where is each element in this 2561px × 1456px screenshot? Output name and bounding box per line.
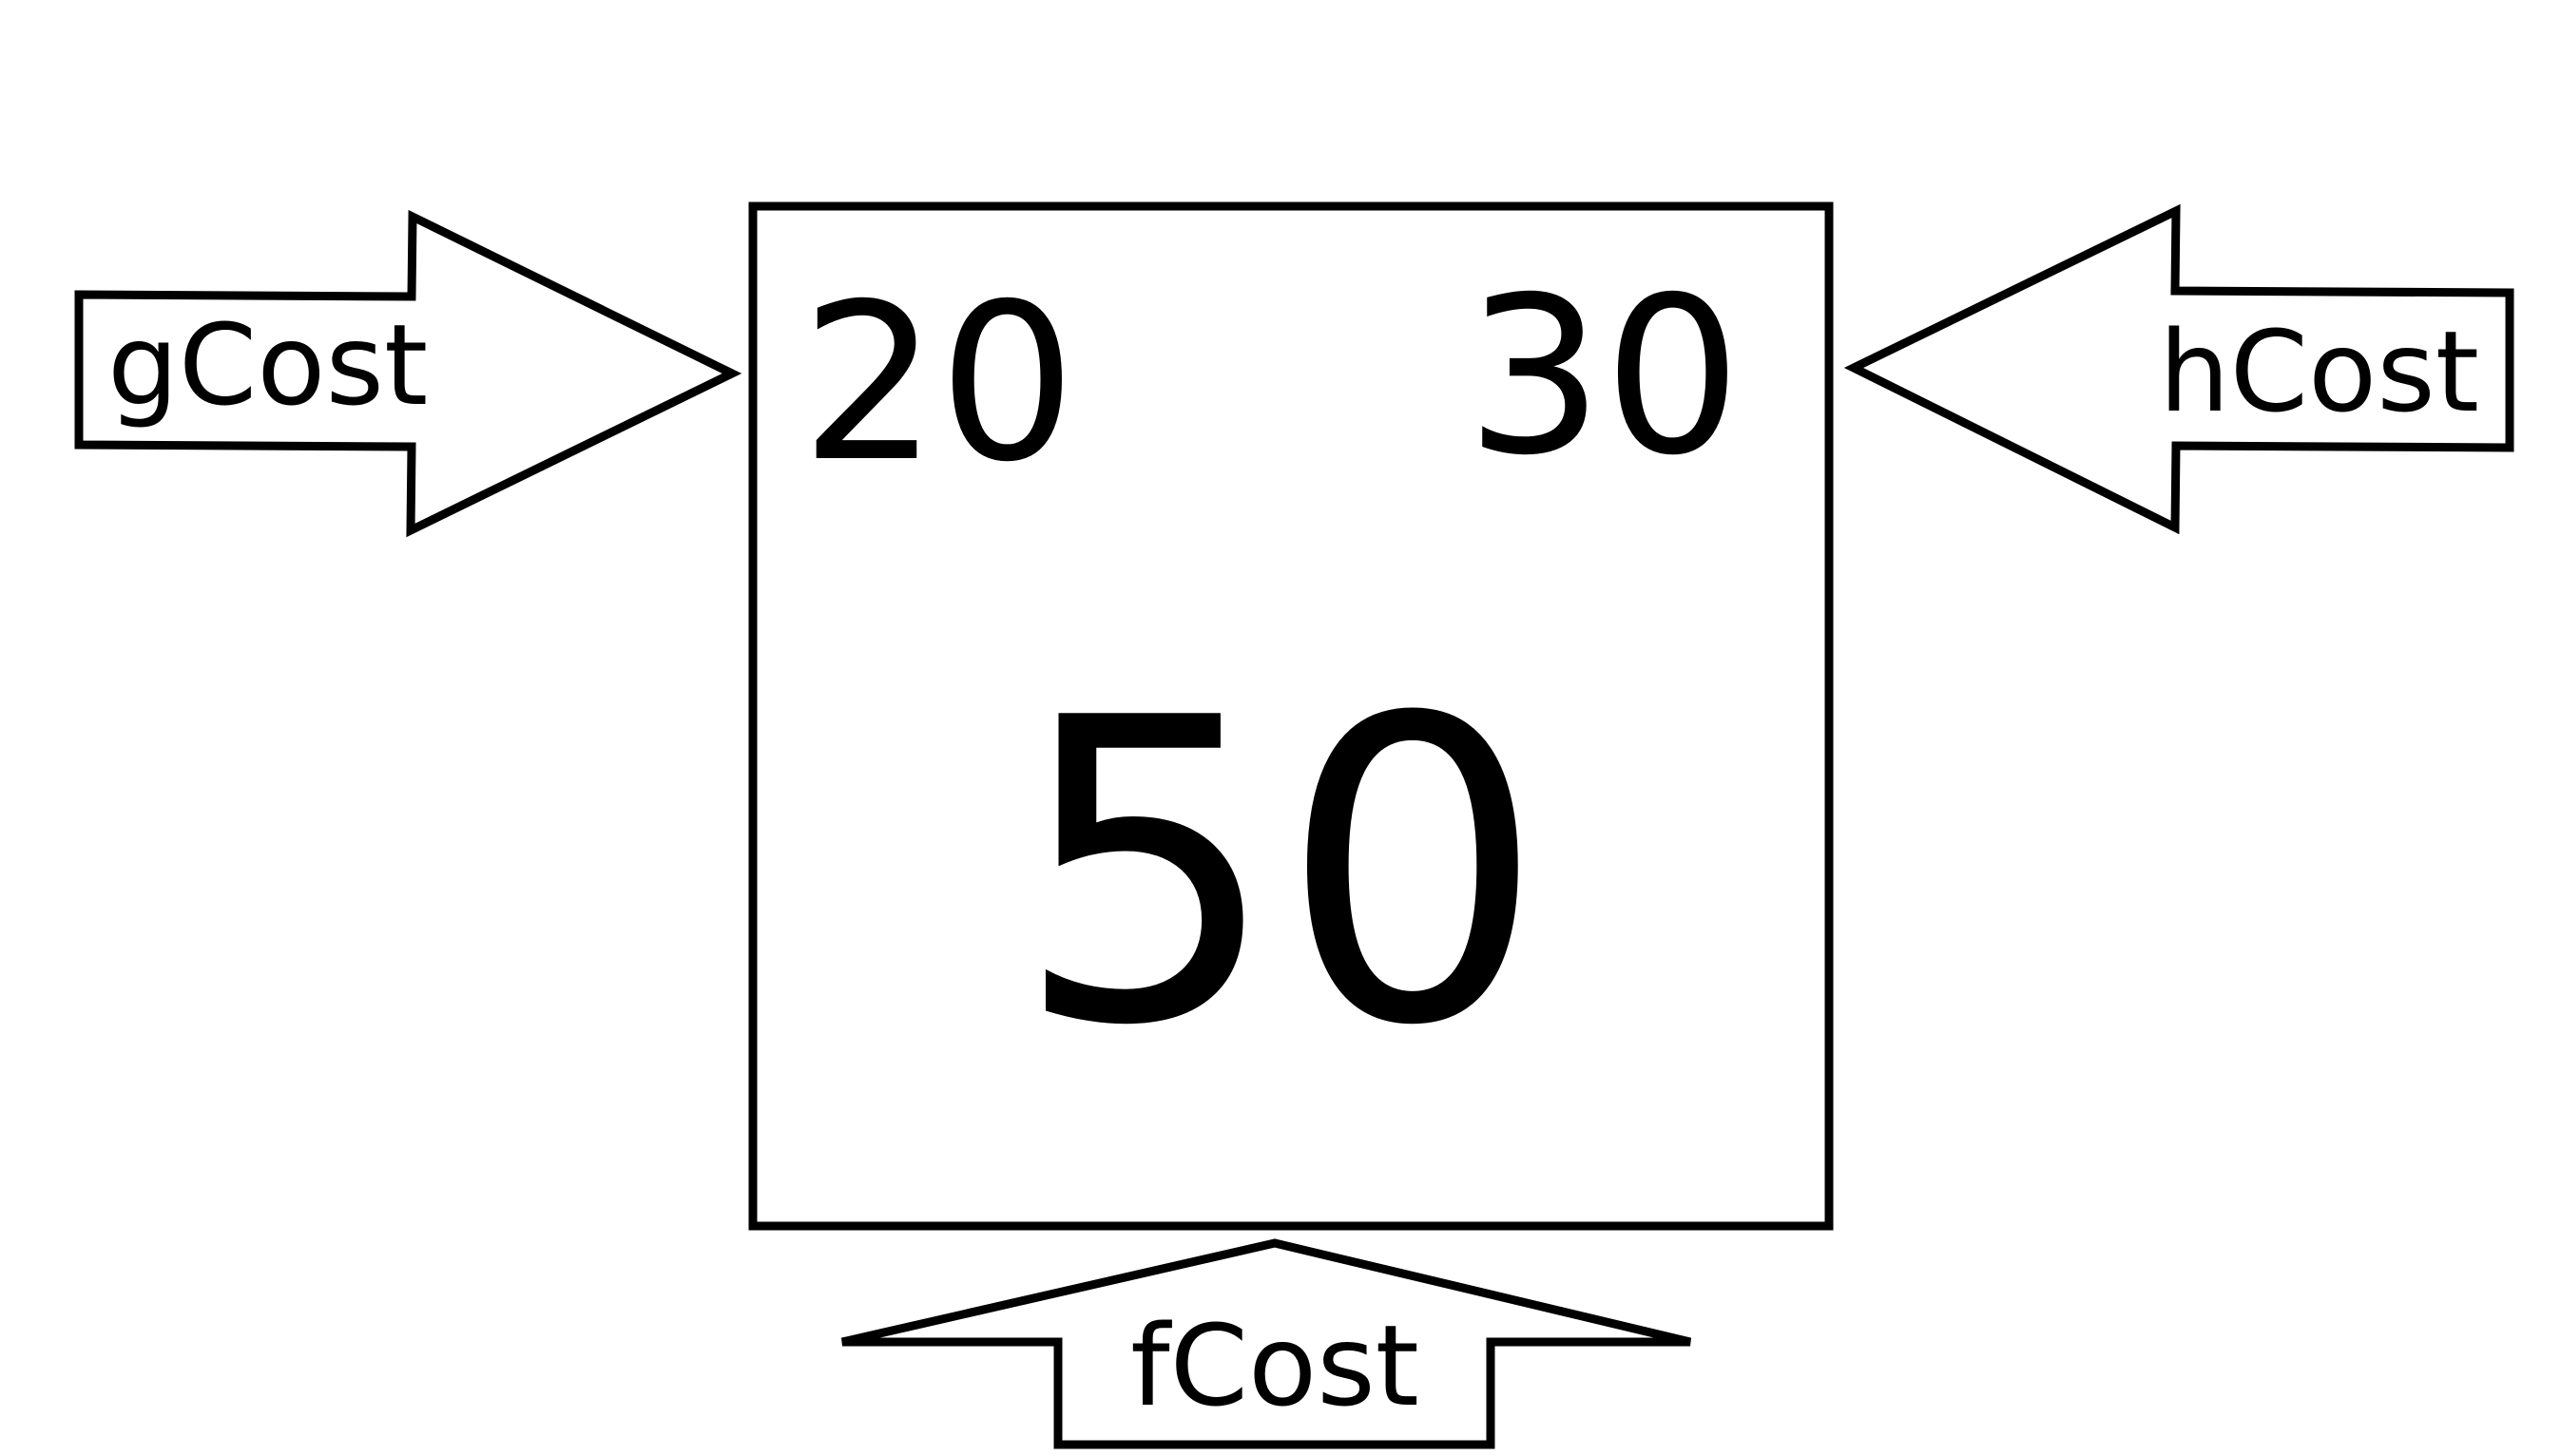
f-cost-arrow-shape [840, 1238, 1692, 1449]
f-cost-label: fCost [1130, 1300, 1419, 1431]
g-cost-arrow: gCost [74, 209, 742, 538]
h-cost-label: hCost [2159, 306, 2479, 437]
g-cost-label: gCost [107, 299, 428, 431]
h-cost-arrow: hCost [1843, 203, 2514, 535]
node-box [748, 201, 1834, 1231]
f-cost-arrow: fCost [840, 1238, 1692, 1449]
h-cost-value: 30 [1466, 250, 1742, 503]
node-cell: 20 30 50 [748, 201, 1834, 1231]
g-cost-value: 20 [800, 257, 1076, 509]
g-cost-arrow-shape [74, 209, 742, 538]
h-cost-arrow-shape [1843, 203, 2514, 535]
f-cost-value: 50 [1013, 630, 1546, 1117]
